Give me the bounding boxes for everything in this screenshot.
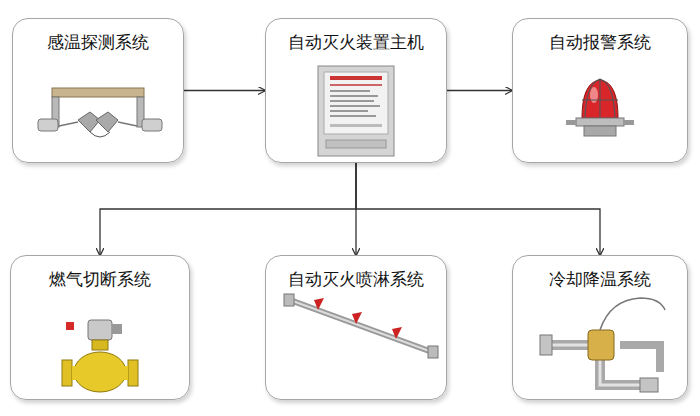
- box-heading-row: 自动灭火装置主机: [266, 19, 446, 52]
- detector-picture: [38, 88, 162, 137]
- box-heading: 冷却降温系统: [549, 269, 651, 289]
- box-heading: 自动灭火喷淋系统: [288, 269, 424, 289]
- alarm-light-picture: [566, 79, 634, 136]
- system-box: 自动灭火喷淋系统: [265, 255, 447, 400]
- cooling-picture: [540, 298, 665, 392]
- flow-arrow: [100, 163, 356, 255]
- flow-arrow: [447, 90, 512, 91]
- box-heading-row: 冷却降温系统: [513, 256, 687, 289]
- box-heading-row: 自动灭火喷淋系统: [266, 256, 446, 289]
- system-box: 燃气切断系统: [10, 255, 190, 400]
- system-box: 自动灭火装置主机: [265, 18, 447, 163]
- gas-valve-picture: [62, 320, 138, 392]
- box-heading: 自动报警系统: [549, 32, 651, 52]
- control-panel-picture: [318, 66, 394, 156]
- box-heading-row: 燃气切断系统: [11, 256, 189, 289]
- system-box: 冷却降温系统: [512, 255, 688, 400]
- system-box: 感温探测系统: [12, 18, 184, 163]
- sprinkler-picture: [284, 294, 438, 358]
- box-heading-row: 自动报警系统: [513, 19, 687, 52]
- box-heading: 感温探测系统: [47, 32, 149, 52]
- flow-arrow: [184, 90, 265, 91]
- system-box: 自动报警系统: [512, 18, 688, 163]
- flow-arrow: [356, 163, 600, 255]
- box-heading-row: 感温探测系统: [13, 19, 183, 52]
- box-heading: 燃气切断系统: [49, 269, 151, 289]
- box-heading: 自动灭火装置主机: [288, 32, 424, 52]
